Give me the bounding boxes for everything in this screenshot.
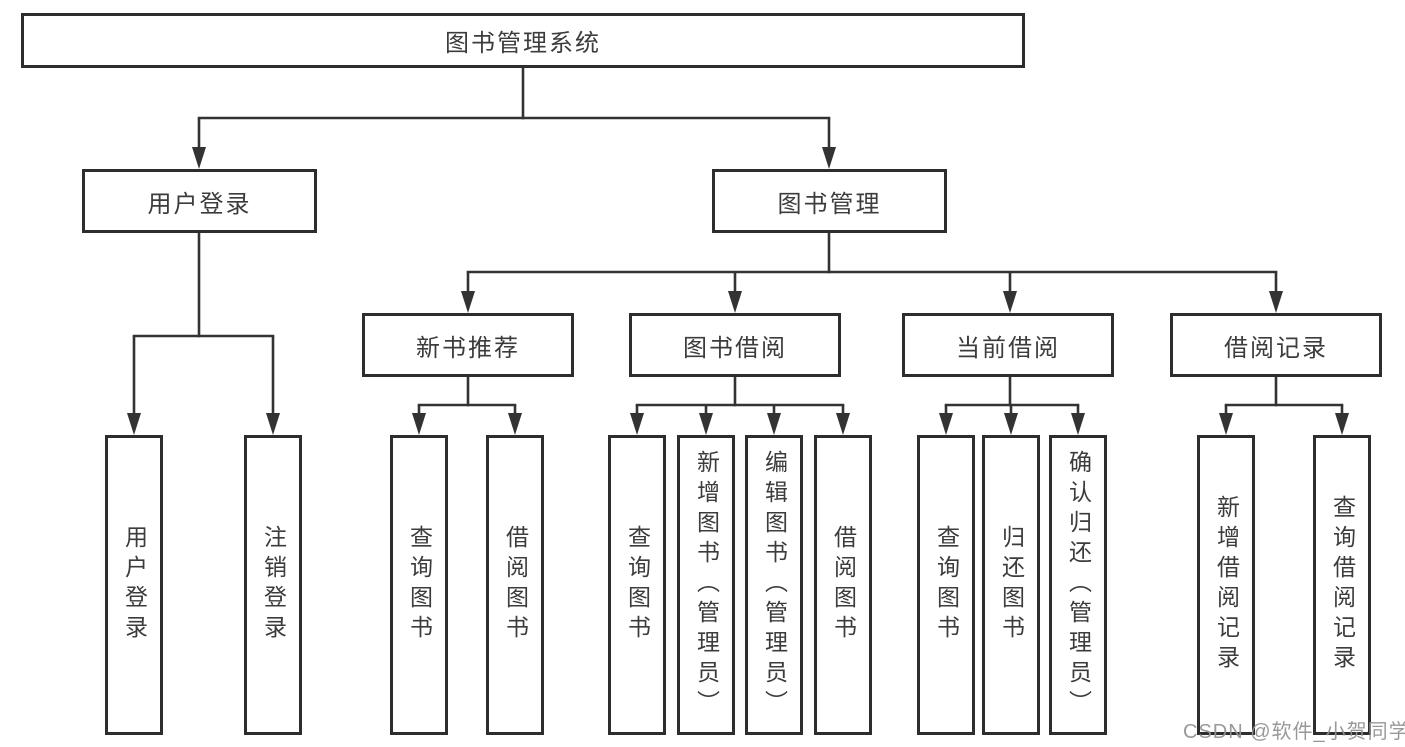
leaf-edit-books-admin: 编辑图书（管理员） [745, 435, 803, 735]
csdn-watermark: CSDN @软件_小贺同学 [1183, 721, 1405, 743]
leaf-query-books-borrowing: 查询图书 [608, 435, 666, 735]
leaf-query-books-current: 查询图书 [917, 435, 975, 735]
node-root-library-system: 图书管理系统 [21, 13, 1025, 68]
leaf-add-borrow-record: 新增借阅记录 [1197, 435, 1255, 735]
node-book-management: 图书管理 [712, 169, 947, 233]
node-user-login: 用户登录 [82, 169, 317, 233]
leaf-user-login: 用户登录 [105, 435, 163, 735]
leaf-query-books-recommend: 查询图书 [390, 435, 448, 735]
leaf-add-books-admin: 新增图书（管理员） [677, 435, 735, 735]
node-current-borrowing: 当前借阅 [902, 313, 1114, 377]
node-borrowing-records: 借阅记录 [1170, 313, 1382, 377]
node-new-book-recommend: 新书推荐 [362, 313, 574, 377]
leaf-confirm-return-admin: 确认归还（管理员） [1049, 435, 1107, 735]
leaf-borrow-books-borrowing: 借阅图书 [814, 435, 872, 735]
node-book-borrowing: 图书借阅 [629, 313, 841, 377]
leaf-borrow-books-recommend: 借阅图书 [486, 435, 544, 735]
leaf-return-books: 归还图书 [982, 435, 1040, 735]
leaf-logout: 注销登录 [244, 435, 302, 735]
leaf-query-borrow-record: 查询借阅记录 [1313, 435, 1371, 735]
